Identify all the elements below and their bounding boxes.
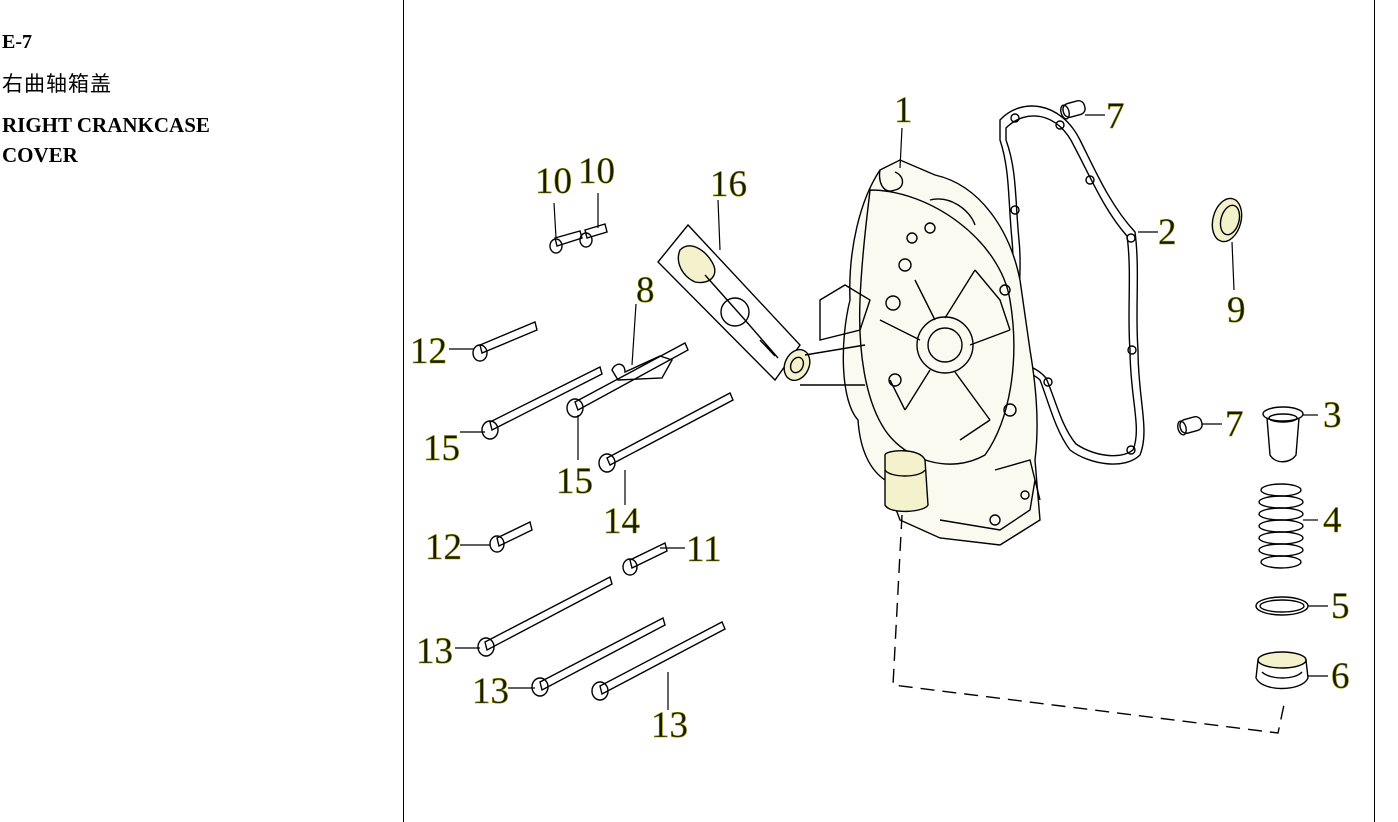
right-border [1374,0,1375,822]
callout-12a: 12 [410,331,447,372]
callout-10b: 10 [578,151,615,192]
callout-16: 16 [710,164,747,205]
bolt-15b [566,342,689,418]
title-panel: E-7 右曲轴箱盖 RIGHT CRANKCASE COVER [0,0,403,822]
bolt-10b [579,223,608,248]
bolt-13c [591,621,726,701]
collar [783,344,866,386]
title-english: RIGHT CRANKCASE COVER [2,113,210,167]
bolt-12b [489,520,533,553]
oil-strainer [1262,406,1304,463]
callout-5: 5 [1331,586,1350,627]
callout-15b: 15 [556,461,593,502]
panel-divider [403,0,404,822]
assembly-line [892,514,1286,734]
bolt-13b [531,616,666,697]
dowel-pin-top [1060,100,1086,120]
callout-1: 1 [894,90,913,131]
o-ring [1255,596,1309,616]
callout-15a: 15 [423,428,460,469]
bolt-15a [481,365,603,440]
callout-2: 2 [1158,212,1177,253]
callout-12b: 12 [425,527,462,568]
bolt-11 [622,541,668,576]
callout-13a: 13 [416,631,453,672]
title-chinese: 右曲轴箱盖 [2,72,112,96]
bolt-13a [477,575,613,657]
callout-7-top: 7 [1106,96,1125,137]
section-code: E-7 [2,31,32,53]
leader-lines [449,114,1328,710]
callout-6: 6 [1331,656,1350,697]
callout-10a: 10 [535,161,572,202]
bolt-10a [549,230,583,254]
bolt-14 [598,392,734,473]
dowel-pin-right [1177,416,1203,436]
callout-7-right: 7 [1225,404,1244,445]
bolt-12a [472,321,538,362]
callout-13c: 13 [651,705,688,746]
callout-9: 9 [1227,290,1246,331]
callout-14: 14 [603,501,640,542]
exploded-parts-diagram: 1 2 3 4 5 6 7 7 8 9 10 10 11 12 12 13 13… [410,90,1350,747]
oil-seal [1211,197,1243,243]
crankcase-cover [819,159,1041,546]
callout-11: 11 [686,529,722,570]
callout-8: 8 [636,270,655,311]
drain-plug [1255,651,1309,690]
spring [1258,483,1304,569]
callout-4: 4 [1323,500,1342,541]
oil-dipstick [657,223,801,382]
clamp [611,355,674,381]
callout-3: 3 [1323,395,1342,436]
callout-13b: 13 [472,671,509,712]
